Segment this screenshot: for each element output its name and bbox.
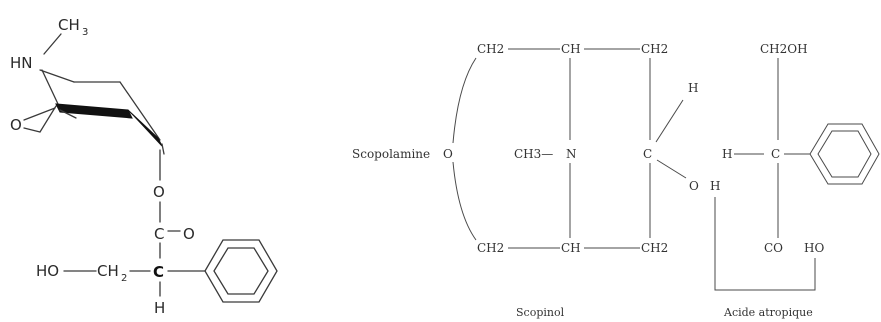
hydroxyl-label: HO [36,262,59,280]
ether-bond-top [452,57,477,144]
ring-oxygen-label: O [10,116,22,134]
ester-oxygen-label: O [153,183,165,201]
n-methyl-bond [43,33,62,55]
top-left-ch2-label: CH2 [477,42,504,56]
methylene-label: CH [97,262,119,280]
hydroxyl-o-label: O [689,179,699,193]
hydroxyl-h-label: H [710,179,720,193]
ring-bond-lower-left [59,109,77,119]
epoxide-bond-top [23,107,56,121]
atropic-acid-caption: Acide atropique [723,306,813,319]
methylene-subscript: 2 [121,273,127,284]
methyl-label: CH [58,16,80,34]
bottom-right-ch2-label: CH2 [641,241,668,255]
bold-wedge-bond-2 [127,109,163,147]
carbonyl-oxygen-label: O [183,225,195,243]
bold-wedge-bond [55,103,133,119]
schematic-formula: CH2 CH CH2 Scopolamine O CH3— N H C O H … [352,42,880,319]
carbinol-h-label: H [688,81,698,95]
n-bridge-bond-left [41,69,59,105]
bottom-mid-ch-label: CH [561,241,581,255]
acid-co-label: CO [764,241,783,255]
top-right-ch2-label: CH2 [641,42,668,56]
acid-h-label: H [722,147,732,161]
n-methyl-label: CH3— [514,147,553,161]
carbonyl-carbon-label: C [154,225,164,243]
scopolamine-label: Scopolamine [352,147,430,161]
acid-ho-label: HO [804,241,824,255]
phenyl-ring-left [204,239,278,303]
ring-bond-right-upper [119,81,161,141]
ether-bond-bottom [452,161,477,241]
esterification-bracket [714,197,816,291]
carbinol-h-bond [655,99,684,143]
acid-c-label: C [771,147,780,161]
chiral-carbon-label: C [153,263,164,281]
top-mid-ch-label: CH [561,42,581,56]
nitrogen-label: N [566,147,577,161]
epoxide-bond-ring [39,105,57,133]
carbinol-c-label: C [643,147,652,161]
bottom-left-ch2-label: CH2 [477,241,504,255]
ether-oxygen-label: O [443,147,453,161]
epoxide-bond-bottom [23,127,41,133]
skeletal-formula: CH 3 HN O O C O HO CH 2 [10,16,278,317]
phenyl-ring-right [809,123,880,185]
carbinol-oh-bond [656,159,687,179]
ring-bond-lower-right [161,143,165,155]
scopinol-caption: Scopinol [516,306,565,319]
chiral-hydrogen-label: H [154,299,165,317]
n-bridge-bond-right [39,69,75,83]
methyl-subscript: 3 [82,27,88,38]
acid-ch2oh-label: CH2OH [760,42,808,56]
amine-label: HN [10,54,33,72]
